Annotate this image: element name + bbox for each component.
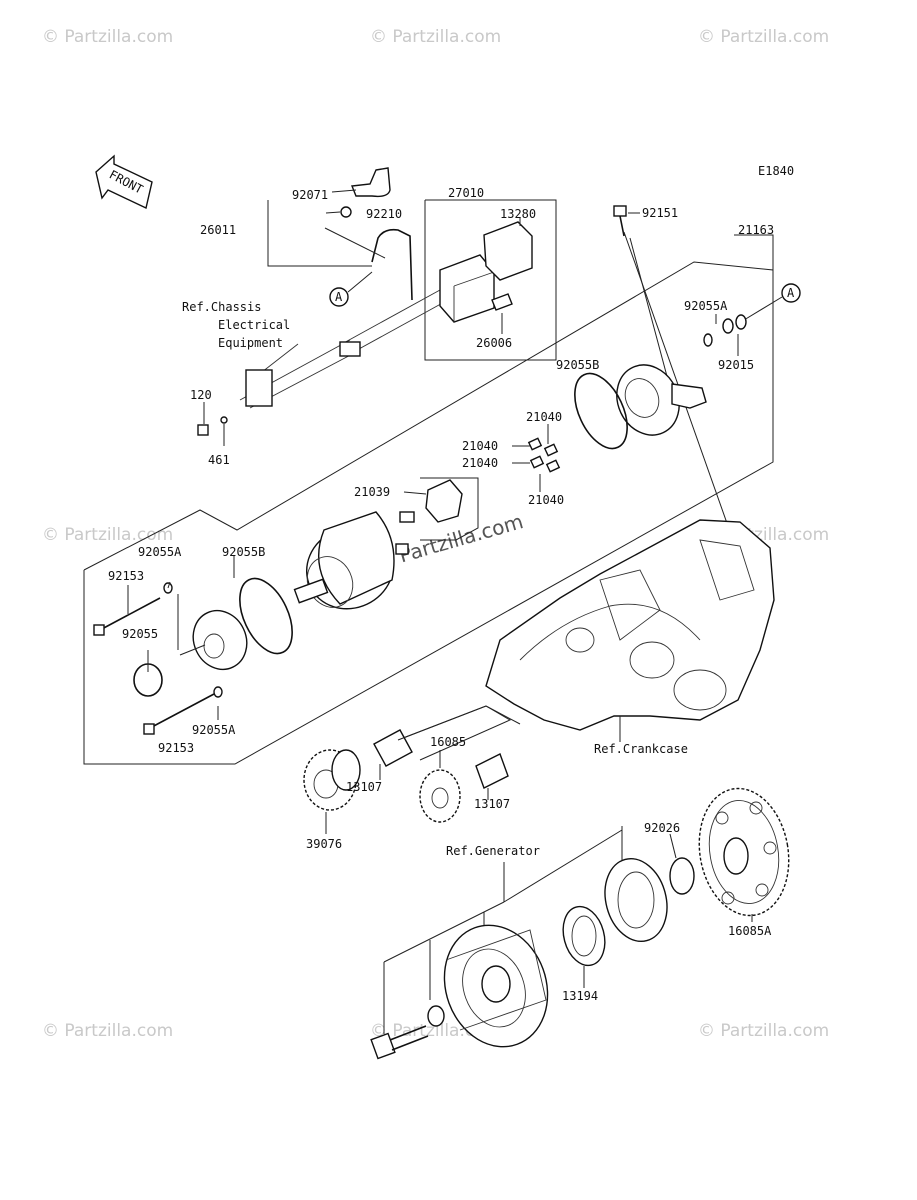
ref-chassis-label-line2: Electrical — [218, 318, 290, 332]
starter-front-cover — [133, 577, 293, 698]
ref-chassis-label-line3: Equipment — [218, 336, 283, 350]
part-label[interactable]: 13107 — [474, 797, 510, 811]
part-label[interactable]: 16085 — [430, 735, 466, 749]
part-label[interactable]: 26011 — [200, 223, 236, 237]
part-label[interactable]: 92055A — [684, 299, 728, 313]
watermark: © Partzilla.com — [42, 1021, 173, 1041]
idle-gear-39076 — [303, 749, 361, 811]
brushes-21040 — [527, 437, 561, 473]
diagram-code: E1840 — [758, 164, 794, 178]
shafts-13107 — [373, 729, 509, 789]
starter-cable — [239, 228, 449, 409]
watermark: © Partzilla.com — [370, 27, 501, 47]
ref-generator-label: Ref.Generator — [446, 844, 540, 858]
starter-outline-box — [83, 261, 774, 765]
part-label[interactable]: 16085A — [728, 924, 772, 938]
part-label[interactable]: 21040 — [462, 456, 498, 470]
clutch-housing — [604, 857, 668, 943]
watermark: © Partzilla.com — [698, 27, 829, 47]
washer-92026 — [669, 857, 695, 895]
part-label[interactable]: 92153 — [158, 741, 194, 755]
washers-92055a-92015 — [703, 314, 747, 347]
starter-gear-16085a — [698, 787, 790, 917]
part-label[interactable]: 92055 — [122, 627, 158, 641]
part-label[interactable]: 13107 — [346, 780, 382, 794]
part-label[interactable]: 13194 — [562, 989, 598, 1003]
part-label[interactable]: 92055A — [192, 723, 236, 737]
crankcase-reference-icon — [485, 519, 775, 731]
part-label[interactable]: 461 — [208, 453, 230, 467]
watermark: © Partzilla.com — [42, 27, 173, 47]
flywheel-bolt — [370, 1025, 429, 1060]
callout-a-left-label: A — [335, 290, 343, 304]
idle-gear-16085 — [419, 769, 461, 823]
part-label[interactable]: 92026 — [644, 821, 680, 835]
part-label[interactable]: 92153 — [108, 569, 144, 583]
flywheel-rotor — [443, 924, 549, 1048]
part-label[interactable]: 92071 — [292, 188, 328, 202]
part-label[interactable]: 92055A — [138, 545, 182, 559]
part-label[interactable]: 27010 — [448, 186, 484, 200]
callout-a-right-label: A — [787, 286, 795, 300]
front-arrow-icon: FRONT — [95, 154, 153, 210]
part-label[interactable]: 13280 — [500, 207, 536, 221]
ref-crankcase-label: Ref.Crankcase — [594, 742, 688, 756]
part-label[interactable]: 92015 — [718, 358, 754, 372]
bracket-27010 — [424, 199, 557, 361]
washer-generator — [427, 1005, 445, 1027]
ref-chassis-label-line1: Ref.Chassis — [182, 300, 261, 314]
bracket-26011 — [267, 200, 372, 267]
one-way-clutch-13194 — [562, 905, 606, 967]
brush-holder-21039 — [395, 479, 463, 555]
part-label[interactable]: 120 — [190, 388, 212, 402]
part-label[interactable]: 26006 — [476, 336, 512, 350]
terminal-cap-92071 — [340, 167, 391, 218]
bolts-92153 — [93, 597, 215, 735]
callout-a-right: A — [781, 283, 801, 303]
part-label[interactable]: 92055B — [222, 545, 265, 559]
watermark: © Partzilla.com — [698, 1021, 829, 1041]
part-label[interactable]: 92151 — [642, 206, 678, 220]
watermark: © Partzilla.com — [42, 525, 173, 545]
part-label[interactable]: 39076 — [306, 837, 342, 851]
part-label[interactable]: 21039 — [354, 485, 390, 499]
bolt-92151 — [613, 205, 627, 237]
part-label[interactable]: 92210 — [366, 207, 402, 221]
bracket-21163 — [734, 234, 774, 460]
callout-a-left: A — [329, 287, 349, 307]
starter-end-cover-21163 — [574, 364, 707, 450]
part-label[interactable]: 21163 — [738, 223, 774, 237]
starter-motor-yoke — [293, 511, 395, 610]
starter-relay-27010 — [439, 221, 533, 323]
part-label[interactable]: 21040 — [528, 493, 564, 507]
part-label[interactable]: 21040 — [526, 410, 562, 424]
bolt-120-washer-461 — [197, 416, 228, 436]
part-label[interactable]: 92055B — [556, 358, 599, 372]
part-label[interactable]: 21040 — [462, 439, 498, 453]
